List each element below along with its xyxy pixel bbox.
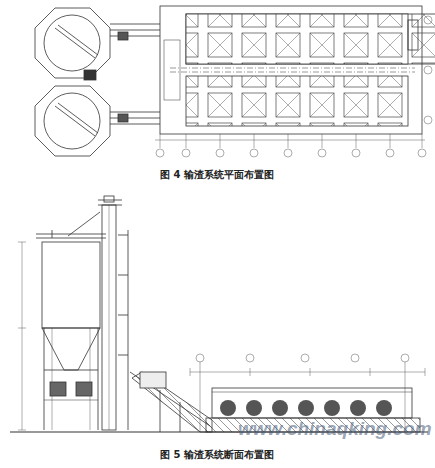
- axis-grid: [155, 16, 432, 157]
- watermark: www.chinaqking.com: [238, 418, 432, 440]
- bucket-elevator: [68, 196, 128, 430]
- figure-caption: 图 4 输渣系统平面布置图: [157, 168, 277, 182]
- dimension-lines: [18, 242, 425, 432]
- inclined-conveyor: [130, 372, 212, 432]
- hopper-building-plan: [160, 6, 435, 134]
- silo-plan: [35, 8, 110, 156]
- conveyor-plan: [110, 24, 160, 124]
- figure-caption: 图 5 输渣系统断面布置图: [157, 448, 277, 462]
- silo-section: [36, 230, 106, 430]
